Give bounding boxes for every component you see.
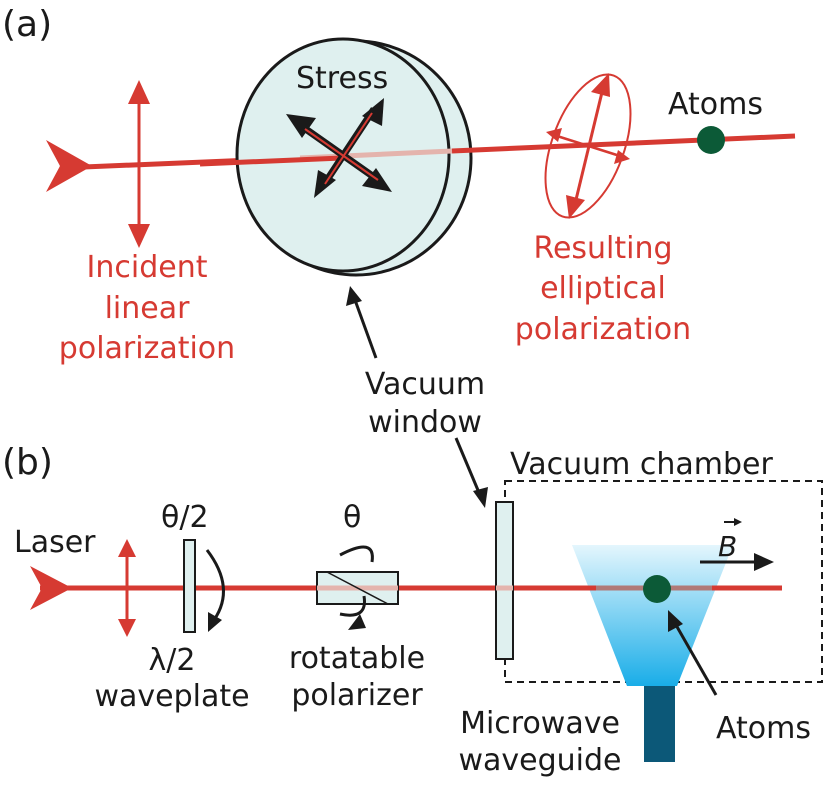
vacuum-window-pointer-a [346,286,378,359]
magnetic-field-label: B [718,530,737,563]
incident-label-line3: polarization [59,331,235,366]
waveguide-label: Microwave waveguide [458,706,621,778]
panel-b-label: (b) [2,442,53,483]
waveplate-label-line2: waveplate [94,679,249,714]
incident-polarization-label: Incident linear polarization [59,250,235,366]
incident-polarization-arrow [128,80,150,248]
waveguide-label-line2: waveguide [458,743,621,778]
half-angle-label: θ/2 [161,500,209,535]
magnetic-field-vector: B [700,518,774,571]
laser-beam-transmitted [451,133,796,154]
incident-label-line1: Incident [87,250,208,285]
polarizer-label-line1: rotatable [289,641,425,676]
vacuum-chamber-label: Vacuum chamber [510,447,773,482]
angle-label: θ [343,500,361,535]
vacuum-window-label-line2: window [368,405,482,440]
atoms-label-b: Atoms [716,711,811,746]
stress-red-arrows [304,112,379,185]
resulting-polarization-label: Resulting elliptical polarization [515,231,691,347]
laser-arrowhead-b [30,566,72,610]
stress-label: Stress [296,61,388,96]
laser-label: Laser [14,525,96,560]
polarizer-diagonal [326,571,389,605]
resulting-label-line1: Resulting [533,231,672,266]
atoms-label-a: Atoms [668,87,763,122]
microwave-waveguide [644,686,675,762]
half-wave-plate [183,539,196,633]
polarizer-label-line2: polarizer [291,678,423,713]
atoms-dot-a [697,126,725,154]
laser-beam-through-stress [199,155,343,167]
incident-label-line2: linear [105,291,191,326]
atoms-dot-b [643,575,671,603]
polarizer-rotation-arrow [339,545,374,630]
vacuum-window-plate [495,501,514,660]
resulting-label-line2: elliptical [540,271,666,306]
waveplate-label-line1: λ/2 [149,643,196,678]
vacuum-window-label-line1: Vacuum [365,367,485,402]
elliptical-polarization [544,73,632,219]
microwave-field-cone [572,545,733,686]
panel-a-label: (a) [2,4,52,45]
vacuum-window-pointer-b [454,437,488,508]
waveguide-label-line1: Microwave [460,706,620,741]
vacuum-window-label: Vacuum window [365,367,485,440]
waveplate-rotation-arrow [205,549,225,632]
waveplate-label: λ/2 waveplate [94,643,249,714]
resulting-label-line3: polarization [515,312,691,347]
laser-polarization-arrow [118,539,136,637]
laser-arrowhead-a [46,140,92,192]
polarizer-label: rotatable polarizer [289,641,425,713]
atoms-pointer-b [668,610,718,696]
